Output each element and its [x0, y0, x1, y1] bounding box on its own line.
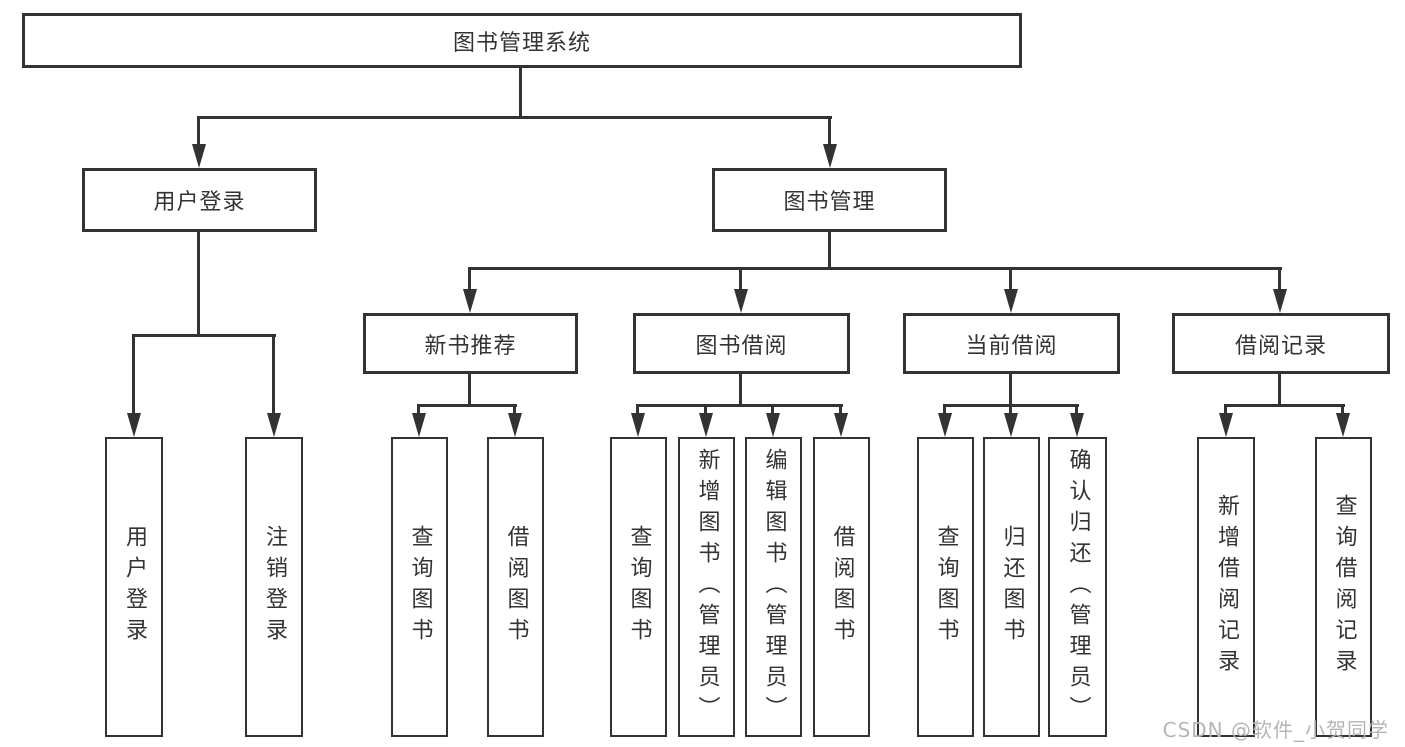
arrowhead-down-icon	[1004, 413, 1018, 437]
leaf-bb-query-book: 查询图书	[610, 437, 667, 737]
connector-line	[468, 374, 471, 406]
connector-line	[739, 374, 742, 406]
leaf-bb-borrow-book: 借阅图书	[813, 437, 870, 737]
node-borrow-records-label: 借阅记录	[1234, 333, 1327, 359]
connector-line	[943, 404, 946, 418]
leaf-bb-add-book-admin: 新增图书（管理员）	[678, 437, 735, 737]
arrowhead-down-icon	[823, 144, 837, 168]
arrowhead-down-icon	[508, 413, 522, 437]
arrowhead-down-icon	[938, 413, 952, 437]
leaf-user-login: 用户登录	[105, 437, 163, 737]
node-book-management-label: 图书管理	[783, 190, 876, 215]
connector-line	[513, 404, 516, 418]
arrowhead-down-icon	[1004, 289, 1018, 313]
leaf-bb-edit-book-admin: 编辑图书（管理员）	[745, 437, 802, 737]
node-root-label: 图书管理系统	[452, 30, 591, 56]
arrowhead-down-icon	[127, 413, 141, 437]
leaf-nb-borrow-book: 借阅图书	[487, 437, 544, 737]
arrowhead-down-icon	[192, 144, 206, 168]
leaf-cb-query-book-label: 查询图书	[933, 525, 959, 649]
leaf-cb-query-book: 查询图书	[917, 437, 974, 737]
connector-line	[636, 404, 843, 407]
connector-line	[1009, 267, 1012, 293]
connector-line	[704, 404, 707, 418]
arrowhead-down-icon	[463, 289, 477, 313]
arrowhead-down-icon	[834, 413, 848, 437]
connector-line	[417, 404, 420, 418]
arrowhead-down-icon	[766, 413, 780, 437]
connector-line	[1009, 374, 1012, 406]
connector-line	[417, 404, 517, 407]
connector-line	[1009, 404, 1012, 418]
connector-line	[636, 404, 639, 418]
leaf-br-add-record-label: 新增借阅记录	[1214, 494, 1239, 680]
leaf-nb-query-book: 查询图书	[391, 437, 448, 737]
connector-line	[519, 68, 522, 118]
connector-line	[272, 334, 275, 418]
csdn-watermark: CSDN @软件_小贺同学	[1162, 718, 1389, 742]
node-current-borrow: 当前借阅	[903, 313, 1120, 374]
connector-line	[1278, 374, 1281, 406]
connector-line	[1341, 404, 1344, 418]
connector-line	[1224, 404, 1345, 407]
connector-line	[197, 116, 200, 148]
node-user-login-label: 用户登录	[153, 190, 246, 215]
leaf-bb-edit-book-admin-label: 编辑图书（管理员）	[761, 447, 787, 727]
connector-line	[1075, 404, 1078, 418]
leaf-bb-borrow-book-label: 借阅图书	[829, 525, 855, 649]
connector-line	[132, 334, 135, 418]
leaf-logout-label: 注销登录	[262, 525, 287, 649]
connector-line	[739, 267, 742, 293]
connector-line	[468, 267, 1282, 270]
arrowhead-down-icon	[734, 289, 748, 313]
leaf-cb-confirm-return-admin: 确认归还（管理员）	[1048, 437, 1107, 737]
leaf-cb-confirm-return-admin-label: 确认归还（管理员）	[1065, 447, 1091, 727]
leaf-bb-add-book-admin-label: 新增图书（管理员）	[694, 447, 720, 727]
leaf-cb-return-book-label: 归还图书	[999, 525, 1025, 649]
node-root: 图书管理系统	[22, 13, 1022, 68]
connector-line	[132, 334, 276, 337]
node-borrow-records: 借阅记录	[1172, 313, 1390, 374]
arrowhead-down-icon	[1273, 289, 1287, 313]
node-new-book-recommend-label: 新书推荐	[424, 333, 517, 359]
connector-line	[197, 232, 200, 336]
leaf-br-add-record: 新增借阅记录	[1197, 437, 1255, 737]
connector-line	[828, 232, 831, 270]
leaf-bb-query-book-label: 查询图书	[626, 525, 652, 649]
leaf-nb-query-book-label: 查询图书	[407, 525, 433, 649]
arrowhead-down-icon	[1070, 413, 1084, 437]
leaf-br-query-record-label: 查询借阅记录	[1331, 494, 1357, 680]
arrowhead-down-icon	[631, 413, 645, 437]
node-book-borrow: 图书借阅	[633, 313, 850, 374]
connector-line	[1278, 267, 1281, 293]
node-current-borrow-label: 当前借阅	[965, 333, 1058, 359]
arrowhead-down-icon	[1336, 413, 1350, 437]
leaf-br-query-record: 查询借阅记录	[1315, 437, 1372, 737]
connector-line	[828, 116, 831, 148]
connector-line	[771, 404, 774, 418]
arrowhead-down-icon	[699, 413, 713, 437]
leaf-user-login-label: 用户登录	[122, 525, 147, 649]
leaf-cb-return-book: 归还图书	[983, 437, 1040, 737]
node-book-borrow-label: 图书借阅	[695, 333, 788, 359]
node-book-management: 图书管理	[712, 168, 947, 232]
connector-line	[197, 116, 832, 119]
arrowhead-down-icon	[412, 413, 426, 437]
connector-line	[839, 404, 842, 418]
node-user-login: 用户登录	[82, 168, 317, 232]
arrowhead-down-icon	[1219, 413, 1233, 437]
leaf-logout: 注销登录	[245, 437, 303, 737]
node-new-book-recommend: 新书推荐	[363, 313, 578, 374]
arrowhead-down-icon	[267, 413, 281, 437]
connector-line	[468, 267, 471, 293]
connector-line	[1224, 404, 1227, 418]
leaf-nb-borrow-book-label: 借阅图书	[503, 525, 529, 649]
